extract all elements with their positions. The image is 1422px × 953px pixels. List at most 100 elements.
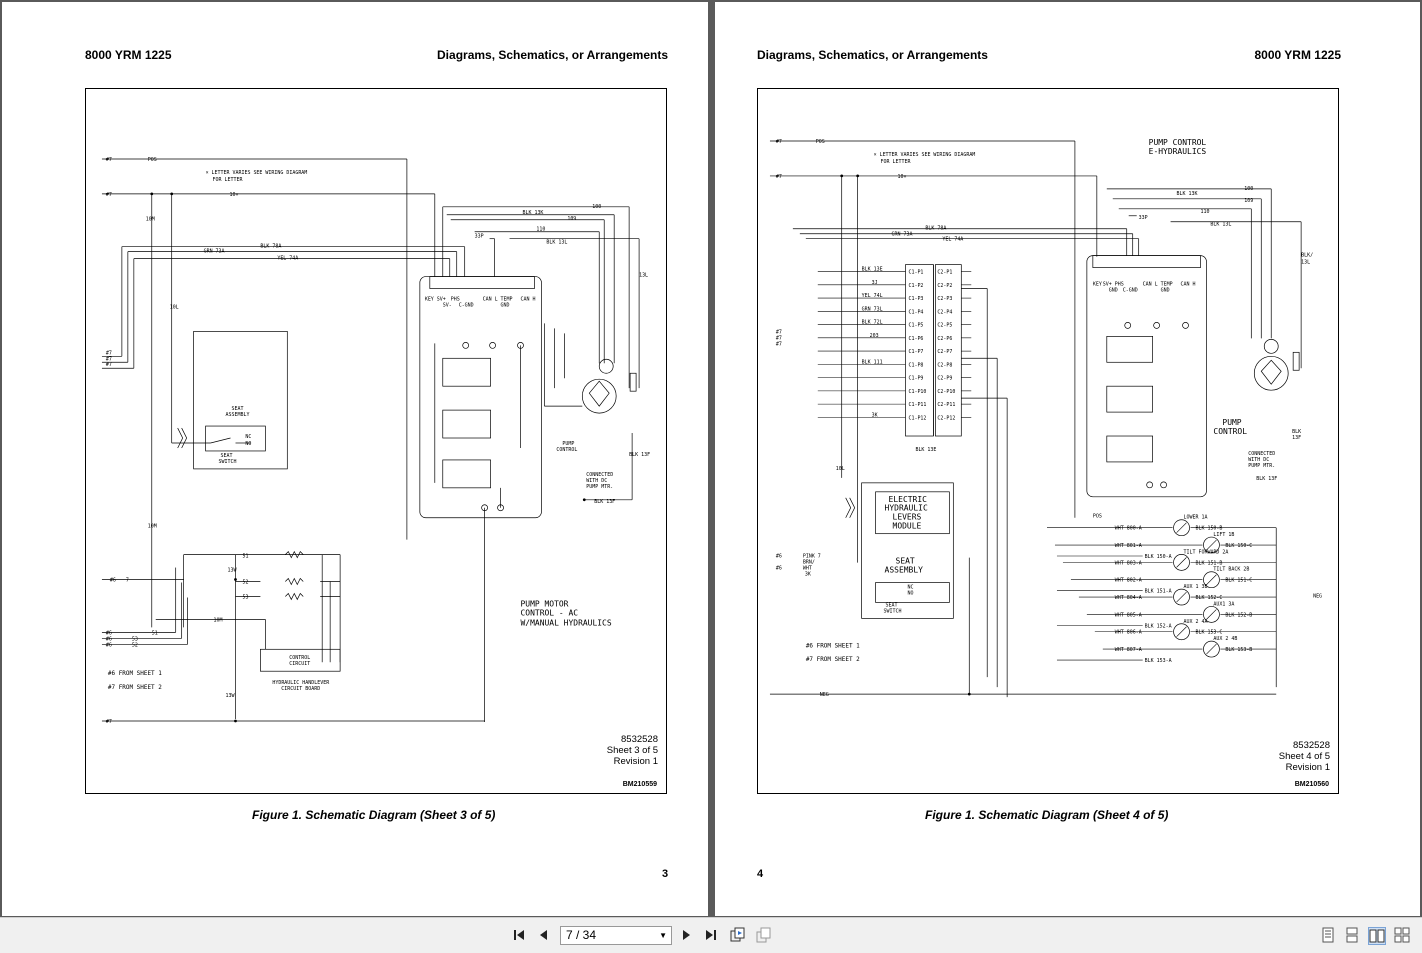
wire-label: #6 <box>776 566 782 572</box>
connector-pin-right: C2-P6 <box>937 336 952 342</box>
connector-wire-label: 3K <box>872 412 878 418</box>
valve-wire-out: BLK 150-B <box>1195 526 1222 532</box>
valve-name: TILT FORWARD 2A <box>1184 549 1229 555</box>
first-page-icon[interactable] <box>510 926 528 944</box>
seat-switch-label: SEAT <box>221 453 233 459</box>
connector-wire-label: YEL 74L <box>862 293 883 299</box>
chevron-down-icon[interactable]: ▼ <box>659 931 667 940</box>
wire-label: BLK 13E <box>915 447 936 453</box>
pin-label: TEMP <box>1161 282 1173 288</box>
pin-label: CAN L <box>1143 282 1158 288</box>
wire-label: BLK 78A <box>925 226 946 232</box>
two-page-view-icon[interactable] <box>1368 927 1386 945</box>
valve-wire-out: BLK 152-C <box>1195 595 1222 601</box>
pin-label: SV+ <box>1103 282 1112 288</box>
valve-slash <box>1206 643 1217 655</box>
note-line: × LETTER VARIES SEE WIRING DIAGRAM <box>206 170 308 176</box>
connected-label: CONNECTED <box>1248 451 1275 457</box>
wire-label: #6 <box>776 554 782 560</box>
copy-icon[interactable] <box>729 926 747 944</box>
wire-label: 33P <box>475 234 484 240</box>
page-3: 8000 YRM 1225 Diagrams, Schematics, or A… <box>2 2 708 916</box>
connector-pin-right: C2-P12 <box>937 415 955 421</box>
wire-label: 3K <box>805 572 811 578</box>
wire-label: 110 <box>536 227 545 233</box>
wire-label: BRN/ <box>803 560 815 566</box>
connector-pin-right: C2-P8 <box>937 362 952 368</box>
wire-label: 109 <box>1244 198 1253 204</box>
schematic-title: W/MANUAL HYDRAULICS <box>521 618 612 627</box>
pin-label: SV+ <box>437 296 446 302</box>
single-page-view-icon[interactable] <box>1320 927 1336 943</box>
sheet-number: Sheet 4 of 5 <box>1278 751 1330 762</box>
pin-label: KEY <box>1093 282 1102 288</box>
valve-slash <box>1176 557 1187 568</box>
valve-slash <box>1206 539 1217 551</box>
wire-label: BLK 13K <box>1177 191 1198 197</box>
bm-code: BM210559 <box>622 781 657 788</box>
wire-label: PINK 7 <box>803 554 821 560</box>
valve-wire-in: WHT 807-A <box>1115 647 1142 653</box>
valve-name: AUX1 3A <box>1213 601 1234 607</box>
rotate-icon[interactable] <box>755 926 773 944</box>
wire-label: NC <box>245 434 251 440</box>
pin-label: C-GND <box>1123 288 1138 294</box>
wire-label: 10× <box>230 192 239 198</box>
connector-pin-left: C1-P9 <box>908 376 923 382</box>
connector-pin-right: C2-P11 <box>937 402 955 408</box>
solenoid-valve-icon <box>1173 519 1190 537</box>
pin-label: PHS <box>1115 282 1124 288</box>
from-sheet-label: #7 FROM SHEET 2 <box>108 684 162 691</box>
return-wire-label: BLK 151-A <box>1145 589 1172 595</box>
pump-control-label: CONTROL <box>556 447 577 453</box>
page-number-input[interactable]: 7 / 34 ▼ <box>560 926 672 945</box>
wire-label: 33P <box>1139 215 1148 221</box>
ehl-module-label: MODULE <box>893 522 922 531</box>
connected-label: WITH DC <box>586 478 607 484</box>
note-line: FOR LETTER <box>213 177 243 183</box>
last-page-icon[interactable] <box>702 926 720 944</box>
navigation-toolbar: 7 / 34 ▼ <box>0 917 1422 953</box>
connector-pin-right: C2-P1 <box>937 270 952 276</box>
continuous-view-icon[interactable] <box>1344 927 1360 943</box>
two-page-continuous-icon[interactable] <box>1394 927 1410 943</box>
schematic-frame: #7 POS #7 10× 10M BLK 78A GRN 73A YEL 74… <box>85 88 667 794</box>
connector-wire-label: 203 <box>870 333 879 339</box>
wire-label: BLK 13F <box>629 452 650 458</box>
from-sheet-label: #6 FROM SHEET 1 <box>108 670 162 677</box>
wire-label: #7 <box>776 329 782 335</box>
connector-pin-left: C1-P4 <box>908 309 923 315</box>
connected-label: CONNECTED <box>586 472 613 478</box>
doc-number-header: 8000 YRM 1225 <box>85 48 172 62</box>
from-sheet-label: #7 FROM SHEET 2 <box>806 656 860 663</box>
connector-pin-left: C1-P2 <box>908 283 923 289</box>
page-number: 3 <box>662 868 669 880</box>
pump-control-label: CONTROL <box>1213 427 1247 436</box>
wire-label: 13W <box>228 568 237 574</box>
pin-label: GND <box>1109 288 1118 294</box>
wire-label: NEG <box>820 692 829 698</box>
drawing-number: 8532528 <box>621 734 658 745</box>
wire-label: #6 <box>110 578 116 584</box>
previous-page-icon[interactable] <box>535 926 553 944</box>
connector-wire-label: BLK 72L <box>862 320 883 326</box>
wire-label: #7 <box>776 341 782 347</box>
next-page-icon[interactable] <box>677 926 695 944</box>
pump-control-label: PUMP <box>1222 418 1241 427</box>
wire-label: BLK 13F <box>594 499 615 505</box>
valve-slash <box>1176 591 1187 603</box>
valve-wire-out: BLK 152-B <box>1225 612 1252 618</box>
solenoid-valve-icon <box>1173 588 1190 606</box>
wire-label: POS <box>148 157 157 163</box>
wire-label: #6 <box>106 636 112 642</box>
valve-name: TILT BACK 2B <box>1213 567 1249 573</box>
connector-pin-right: C2-P10 <box>937 389 955 395</box>
connector-pin-left: C1-P5 <box>908 323 923 329</box>
